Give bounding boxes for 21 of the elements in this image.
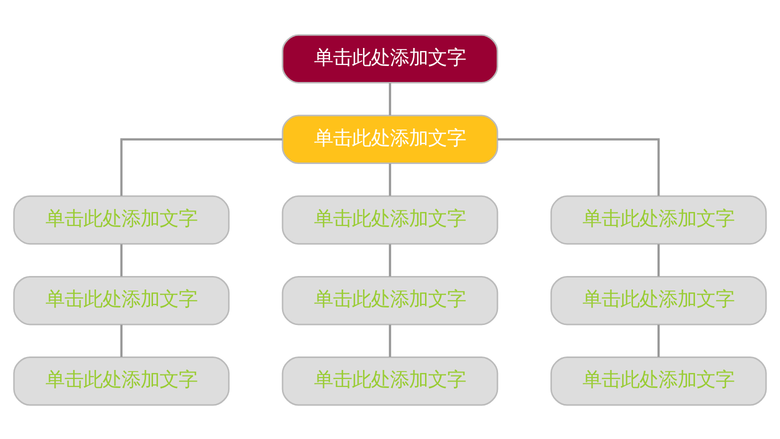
node-box: 单击此处添加文字 — [550, 194, 767, 244]
connector — [120, 244, 123, 276]
node-box: 单击此处添加文字 — [13, 194, 230, 244]
node-box: 单击此处添加文字 — [13, 356, 230, 406]
node-box: 单击此处添加文字 — [550, 356, 767, 406]
connector — [657, 244, 660, 276]
node-box: 单击此处添加文字 — [550, 275, 767, 325]
node-box: 单击此处添加文字 — [282, 356, 498, 406]
connector — [657, 324, 660, 356]
connector — [388, 324, 392, 356]
connector — [388, 244, 392, 276]
node-box: 单击此处添加文字 — [282, 114, 498, 164]
node-box: 单击此处添加文字 — [282, 34, 498, 83]
connector — [120, 324, 123, 356]
node-box: 单击此处添加文字 — [282, 194, 498, 244]
connector — [498, 138, 660, 196]
connector — [388, 82, 392, 115]
connector — [388, 163, 392, 196]
node-box: 单击此处添加文字 — [282, 275, 498, 325]
connector — [120, 138, 282, 196]
node-box: 单击此处添加文字 — [13, 275, 230, 325]
